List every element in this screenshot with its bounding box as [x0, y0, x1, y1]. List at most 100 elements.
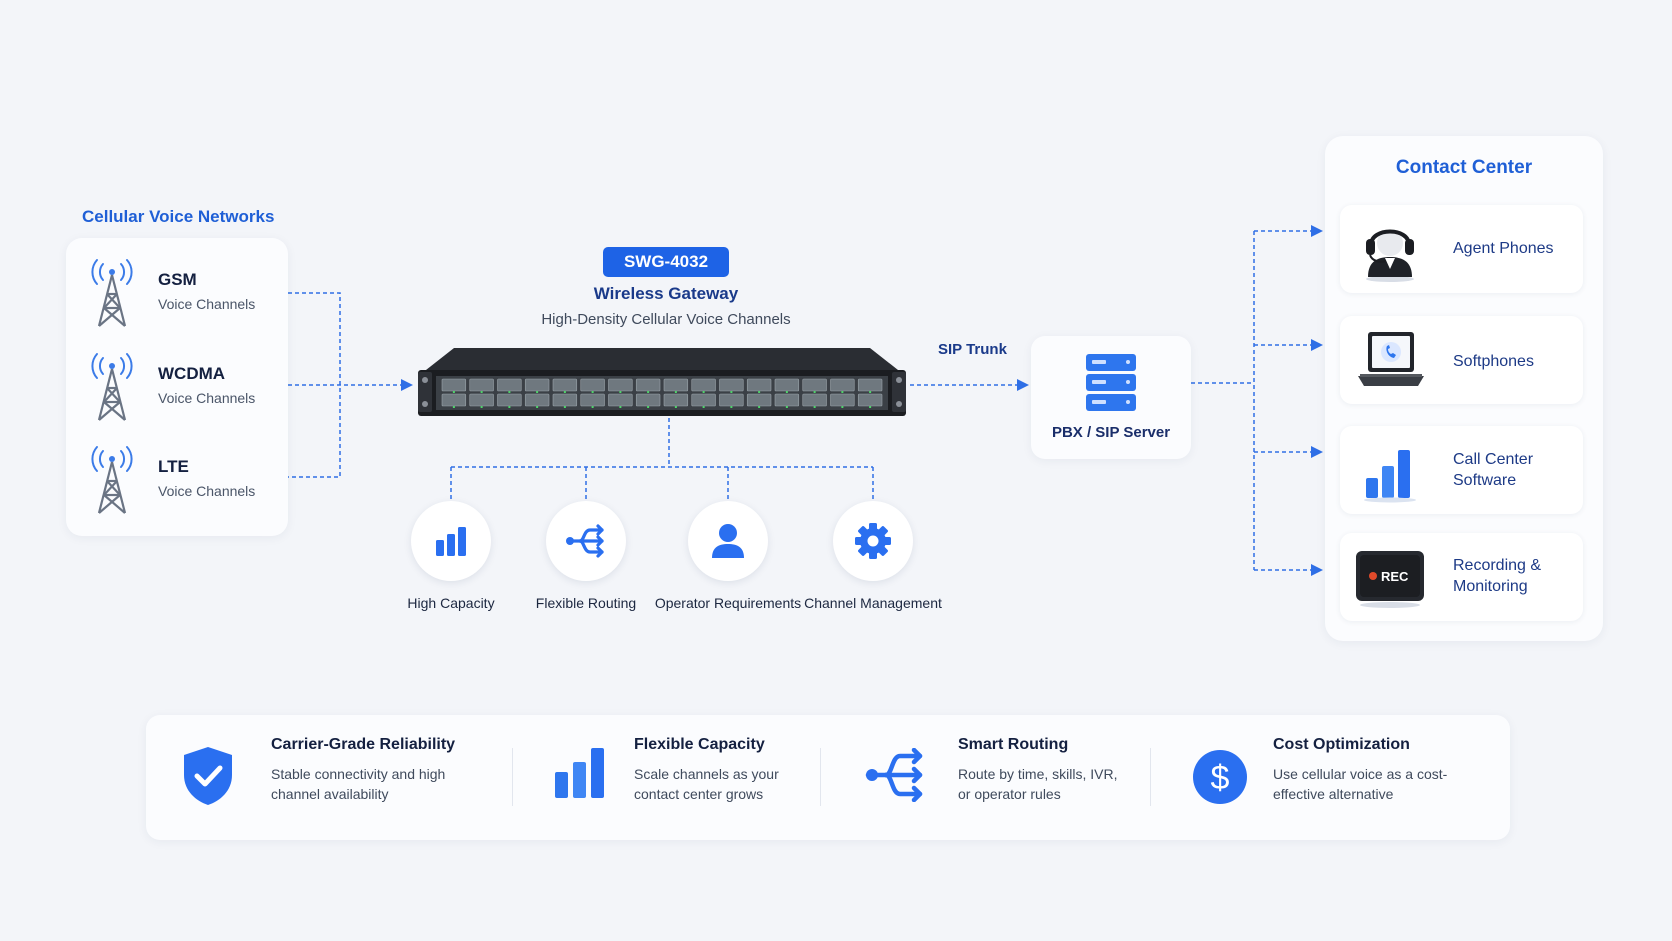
- routing-arrows-icon: [865, 748, 923, 802]
- gateway-slot: [774, 378, 800, 392]
- gateway-slot: [635, 393, 661, 407]
- gateway-led: [730, 406, 733, 408]
- gateway-led: [563, 406, 566, 408]
- gateway-slot: [857, 378, 883, 392]
- cell-tower-icon: [91, 353, 133, 421]
- gateway-slot: [497, 393, 522, 407]
- bar-chart-icon: [436, 527, 466, 556]
- gateway-slot: [774, 393, 800, 407]
- rec-device-icon: REC: [1356, 551, 1424, 608]
- gateway-slot: [441, 393, 467, 407]
- gateway-slot: [691, 378, 716, 392]
- feature-label: Operator Requirements: [654, 595, 802, 611]
- gateway-led: [785, 406, 788, 408]
- feature-operator-requirements: Operator Requirements: [653, 501, 803, 612]
- benefit-title: Carrier-Grade Reliability: [271, 736, 456, 753]
- contact-center-title: Contact Center: [1395, 157, 1533, 178]
- gateway-led: [480, 391, 483, 393]
- headset-agent-icon: [1366, 229, 1414, 282]
- cc-item-recording-monitoring: REC Recording & Monitoring: [1340, 533, 1583, 621]
- gear-icon: [855, 523, 891, 559]
- benefit-title: Cost Optimization: [1273, 736, 1410, 753]
- gateway-led: [591, 406, 594, 408]
- network-item-gsm: GSM Voice Channels: [88, 256, 288, 327]
- bar-chart-icon: [1364, 450, 1416, 503]
- network-name: GSM: [158, 270, 197, 289]
- cc-item-softphones: Softphones: [1340, 316, 1583, 404]
- cc-item-agent-phones: Agent Phones: [1340, 205, 1583, 293]
- gateway-slot: [663, 378, 689, 392]
- gateway-led: [702, 406, 705, 408]
- feature-icon-circle: [833, 501, 913, 581]
- gateway-led: [452, 391, 455, 393]
- gateway-slot: [469, 378, 494, 392]
- benefit-description: Use cellular voice as a cost-effective a…: [1273, 766, 1448, 802]
- gateway-slot: [441, 378, 467, 392]
- gateway-slot: [691, 393, 716, 407]
- gateway-slot: [830, 378, 855, 392]
- cc-item-label: Recording & Monitoring: [1453, 557, 1542, 595]
- network-name: LTE: [158, 457, 189, 476]
- gateway-slot: [552, 378, 578, 392]
- benefit-divider: [512, 748, 513, 806]
- pbx-server-card: PBX / SIP Server: [1031, 336, 1191, 459]
- gateway-led: [508, 391, 511, 393]
- gateway-slot: [719, 393, 744, 407]
- cc-item-call-center-software: Call Center Software: [1340, 426, 1583, 514]
- gateway-slot: [802, 393, 827, 407]
- gateway-title: Wireless Gateway: [593, 284, 739, 303]
- bar-chart-icon: [555, 748, 604, 798]
- benefit-divider: [1150, 748, 1151, 806]
- gateway-led: [813, 406, 816, 408]
- gateway-led: [813, 391, 816, 393]
- feature-icon-circle: [688, 501, 768, 581]
- benefits-bar: [146, 715, 1510, 840]
- network-name: WCDMA: [158, 364, 226, 383]
- cell-tower-icon: [91, 259, 133, 327]
- gateway-slot: [719, 378, 744, 392]
- server-icon: [1086, 354, 1136, 411]
- feature-label: Channel Management: [804, 595, 942, 611]
- gateway-slot: [524, 393, 550, 407]
- pbx-label: PBX / SIP Server: [1051, 424, 1171, 441]
- benefit-description: Route by time, skills, IVR, or operator …: [958, 766, 1118, 802]
- gateway-slot: [524, 378, 550, 392]
- shield-check-icon: [184, 747, 232, 805]
- gateway-slot: [469, 393, 494, 407]
- benefit-title: Flexible Capacity: [634, 736, 765, 753]
- cell-tower-icon: [91, 446, 133, 514]
- cellular-networks-card: [66, 238, 288, 536]
- dollar-glyph: $: [1211, 759, 1230, 797]
- gateway-led: [619, 391, 622, 393]
- dollar-icon: $: [1193, 750, 1247, 804]
- gateway-slot: [830, 393, 855, 407]
- feature-label: Flexible Routing: [535, 595, 637, 611]
- gateway-slot: [635, 378, 661, 392]
- gateway-led: [869, 406, 872, 408]
- gateway-device-image: [418, 348, 906, 416]
- gateway-led: [591, 391, 594, 393]
- gateway-slot: [580, 378, 605, 392]
- feature-label: High Capacity: [407, 595, 495, 611]
- gateway-subtitle: High-Density Cellular Voice Channels: [541, 311, 791, 328]
- benefit-divider: [820, 748, 821, 806]
- gateway-slot: [580, 393, 605, 407]
- rec-text: REC: [1381, 569, 1409, 584]
- gateway-led: [758, 391, 761, 393]
- network-subtitle: Voice Channels: [158, 483, 256, 499]
- gateway-led: [674, 406, 677, 408]
- gateway-led: [508, 406, 511, 408]
- gateway-led: [702, 391, 705, 393]
- gateway-led: [536, 406, 539, 408]
- gateway-slot: [857, 393, 883, 407]
- gateway-led: [647, 391, 650, 393]
- cc-item-label: Softphones: [1453, 353, 1534, 370]
- gateway-led: [563, 391, 566, 393]
- network-item-wcdma: WCDMA Voice Channels: [88, 350, 288, 421]
- cc-item-label: Agent Phones: [1453, 240, 1554, 257]
- feature-flexible-routing: Flexible Routing: [511, 501, 661, 612]
- gateway-slot: [663, 393, 689, 407]
- network-subtitle: Voice Channels: [158, 296, 256, 312]
- gateway-led: [619, 406, 622, 408]
- network-subtitle: Voice Channels: [158, 390, 256, 406]
